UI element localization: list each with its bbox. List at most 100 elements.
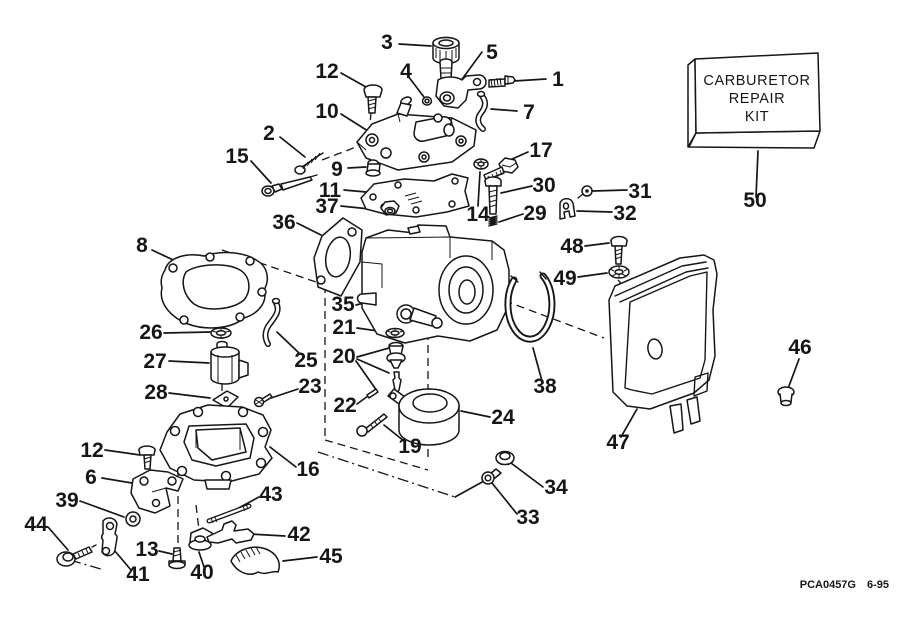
leader-9 xyxy=(347,166,367,169)
part-washer-26 xyxy=(210,327,232,339)
callout-3: 3 xyxy=(381,31,393,54)
leader-30 xyxy=(500,185,533,194)
callout-20: 20 xyxy=(332,345,355,368)
part-plug-46 xyxy=(777,386,795,407)
callout-21: 21 xyxy=(332,316,356,339)
leader-41 xyxy=(113,549,132,571)
part-gasket-36 xyxy=(313,217,363,297)
callout-48: 48 xyxy=(560,235,584,258)
part-screw-12-lower xyxy=(138,445,156,470)
leader-28 xyxy=(168,392,211,399)
callout-30: 30 xyxy=(532,174,555,197)
callout-50: 50 xyxy=(743,189,766,212)
leader-40 xyxy=(198,551,205,568)
callout-27: 27 xyxy=(143,350,166,373)
leader-32 xyxy=(576,210,613,213)
leader-20a xyxy=(356,347,390,358)
kit-box-line-2: REPAIR xyxy=(729,91,786,107)
part-rod-43 xyxy=(206,503,252,524)
part-pump-cover-10 xyxy=(356,96,477,171)
leader-2 xyxy=(279,136,306,158)
drawing-date-code: 6-95 xyxy=(867,579,889,591)
leader-22 xyxy=(356,395,369,405)
callout-13: 13 xyxy=(135,538,158,561)
part-screw-34 xyxy=(489,450,515,479)
leader-12-top xyxy=(340,72,367,88)
footer-codes: PCA0457G 6-95 xyxy=(800,579,889,591)
leader-5 xyxy=(459,51,483,83)
part-gasket-11 xyxy=(360,173,470,218)
part-screw-17 xyxy=(483,157,519,181)
leader-10 xyxy=(340,113,369,132)
callout-22: 22 xyxy=(333,394,356,417)
part-cam-45 xyxy=(230,546,280,575)
part-screw-48 xyxy=(610,235,628,265)
part-cap-3 xyxy=(432,36,460,65)
leader-23 xyxy=(267,388,299,400)
callout-7: 7 xyxy=(523,101,535,124)
leader-49 xyxy=(577,272,608,278)
part-nut-37 xyxy=(380,200,400,216)
callout-9: 9 xyxy=(331,158,343,181)
leader-48 xyxy=(584,242,610,247)
callout-31: 31 xyxy=(628,180,652,203)
callout-14: 14 xyxy=(466,203,490,226)
callout-37: 37 xyxy=(315,195,338,218)
callout-24: 24 xyxy=(491,406,515,429)
part-clip-31 xyxy=(577,185,593,199)
part-needle-15 xyxy=(261,174,318,197)
part-gasket-8 xyxy=(160,251,269,329)
leader-15 xyxy=(250,160,272,184)
leader-27 xyxy=(168,360,210,364)
part-grommet-9 xyxy=(365,159,381,177)
callout-41: 41 xyxy=(126,563,150,586)
part-washer-21 xyxy=(385,327,405,339)
leader-38 xyxy=(532,347,543,382)
part-bracket-6 xyxy=(130,469,184,514)
callout-2: 2 xyxy=(263,122,275,145)
repair-kit-box: CARBURETOR REPAIR KIT xyxy=(687,52,821,149)
leader-45 xyxy=(282,556,318,562)
leader-42 xyxy=(249,533,286,537)
drawing-part-code: PCA0457G xyxy=(800,579,856,591)
part-washer-39 xyxy=(125,511,141,527)
kit-box-line-3: KIT xyxy=(745,109,769,125)
part-retainer-ring-38 xyxy=(504,271,556,343)
callout-33: 33 xyxy=(516,506,539,529)
part-spring-29 xyxy=(488,215,498,227)
leader-6 xyxy=(101,477,133,484)
callout-6: 6 xyxy=(85,466,97,489)
part-link-42 xyxy=(206,520,255,544)
callout-4: 4 xyxy=(400,60,412,83)
callout-17: 17 xyxy=(529,139,552,162)
callout-40: 40 xyxy=(190,561,213,584)
part-screw-44 xyxy=(56,544,97,567)
callout-49: 49 xyxy=(553,267,576,290)
callout-15: 15 xyxy=(225,145,249,168)
callout-28: 28 xyxy=(144,381,168,404)
part-idle-screw-2 xyxy=(294,152,324,175)
callout-39: 39 xyxy=(55,489,78,512)
leader-7 xyxy=(490,108,518,112)
part-needle-seat-group-20 xyxy=(386,341,406,394)
callout-43: 43 xyxy=(259,483,282,506)
leader-46 xyxy=(788,358,800,387)
leader-25 xyxy=(276,331,300,354)
part-carburetor-body xyxy=(356,224,510,344)
leader-16 xyxy=(269,446,297,468)
leader-4 xyxy=(407,75,425,98)
callout-42: 42 xyxy=(287,523,310,546)
kit-box-line-1: CARBURETOR xyxy=(703,73,810,89)
callout-45: 45 xyxy=(319,545,343,568)
part-lever-41 xyxy=(100,517,118,557)
leader-33 xyxy=(491,482,518,515)
part-tube-25 xyxy=(262,297,281,347)
leader-36 xyxy=(296,222,322,236)
part-screw-19 xyxy=(356,413,388,437)
part-screw-13 xyxy=(168,547,186,570)
part-screw-12-top xyxy=(363,84,383,114)
callout-19: 19 xyxy=(398,435,421,458)
leader-50 xyxy=(755,150,759,198)
callout-12-lower: 12 xyxy=(80,439,103,462)
